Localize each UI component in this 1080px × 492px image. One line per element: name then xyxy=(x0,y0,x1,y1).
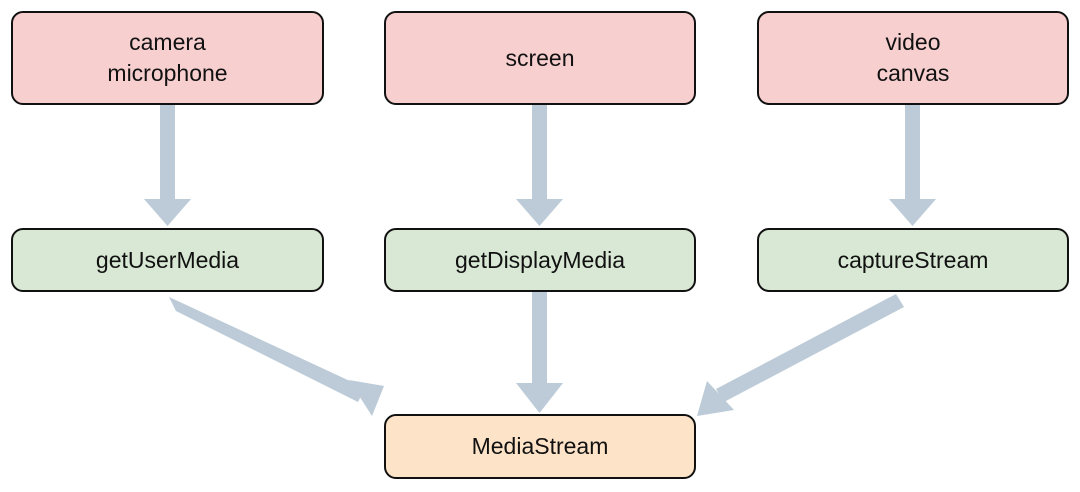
api-label-capturestream: captureStream xyxy=(837,246,989,273)
source-node-screen: screen xyxy=(384,11,696,105)
source-label-camera: camera xyxy=(129,29,206,55)
arrow-video-to-capturestream xyxy=(889,105,936,226)
api-label-getusermedia: getUserMedia xyxy=(95,246,240,273)
arrow-capturestream-to-mediastream xyxy=(697,294,904,416)
output-label-mediastream: MediaStream xyxy=(471,433,609,459)
arrow-getusermedia-to-mediastream xyxy=(169,297,384,416)
api-node-getusermedia: getUserMedia xyxy=(11,228,324,292)
source-label-canvas: canvas xyxy=(876,60,950,86)
arrow-getdisplaymedia-to-mediastream xyxy=(516,292,563,413)
source-label-video: video xyxy=(885,29,941,55)
source-node-video-canvas: video canvas xyxy=(757,11,1069,105)
api-node-getdisplaymedia: getDisplayMedia xyxy=(384,228,696,292)
api-node-capturestream: captureStream xyxy=(757,228,1069,292)
source-node-camera-microphone: camera microphone xyxy=(11,11,324,105)
source-label-screen: screen xyxy=(505,44,575,71)
source-label-microphone: microphone xyxy=(107,60,228,86)
api-label-getdisplaymedia: getDisplayMedia xyxy=(454,246,626,273)
arrow-screen-to-getdisplaymedia xyxy=(516,105,563,226)
arrow-camera-to-getusermedia xyxy=(144,105,191,226)
output-node-mediastream: MediaStream xyxy=(384,414,696,479)
